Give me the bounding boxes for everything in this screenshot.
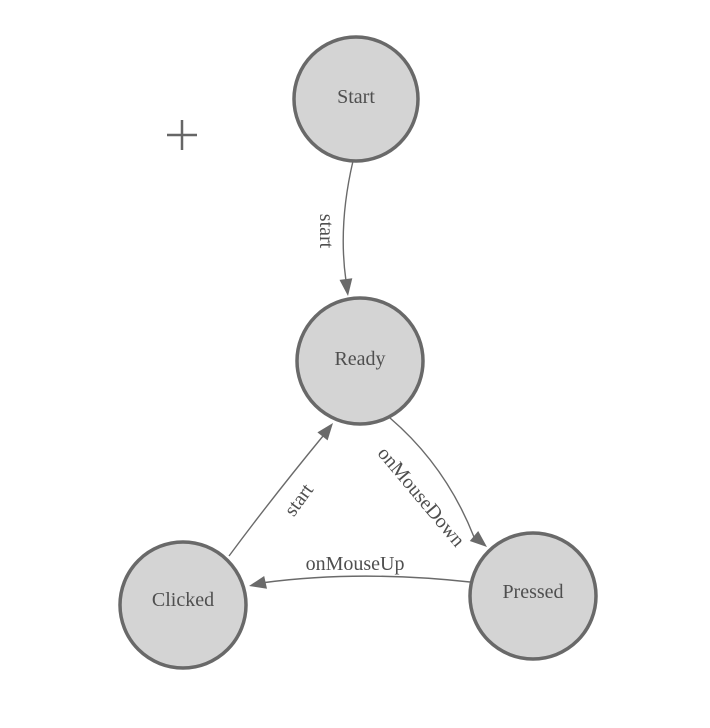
edge-line[interactable] [342,160,354,282]
state-circle[interactable] [118,540,248,670]
state-circle[interactable] [295,296,425,426]
edge-line[interactable] [389,417,475,538]
edge-clicked-to-ready: start [228,423,333,557]
state-label: Clicked [152,589,214,611]
arrowhead-icon [339,278,353,296]
edge-pressed-to-clicked: onMouseUp [249,553,471,589]
edge-ready-to-pressed: onMouseDown [373,417,487,551]
arrowhead-icon [469,531,487,547]
arrowhead-icon [317,423,333,441]
edge-label: start [280,479,318,520]
state-label: Pressed [502,581,563,603]
edge-line[interactable] [228,435,324,557]
plus-crosshair-icon [167,120,197,150]
state-node-ready: Ready [295,296,425,426]
edge-label: onMouseUp [306,553,405,575]
state-node-start: Start [292,35,420,163]
state-node-clicked: Clicked [118,540,248,670]
edge-start-to-ready: start [315,160,354,296]
state-circle[interactable] [468,531,598,661]
state-label: Ready [334,348,385,370]
state-node-pressed: Pressed [468,531,598,661]
edge-line[interactable] [264,575,471,584]
edge-label: start [315,214,337,249]
state-circle[interactable] [292,35,420,163]
arrowhead-icon [249,576,267,589]
state-label: Start [337,86,375,108]
